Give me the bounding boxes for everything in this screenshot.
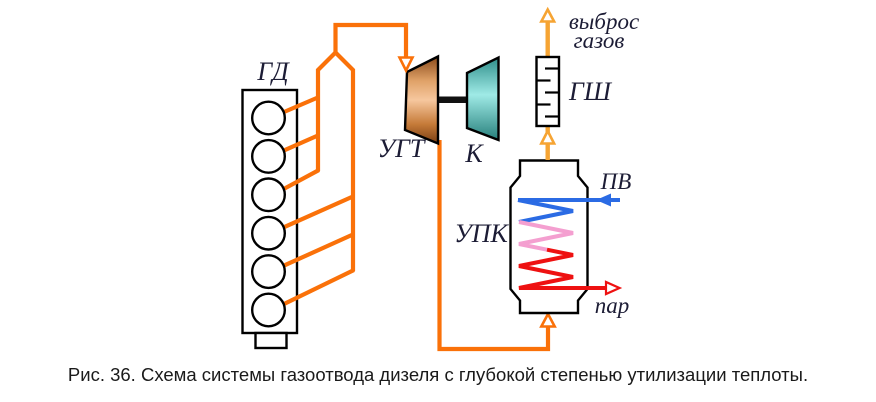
shaft: [437, 96, 467, 103]
turbine-inlet-arrow-icon: [397, 56, 415, 74]
silencer: [535, 55, 561, 128]
silencer-label: ГШ: [568, 77, 613, 106]
cylinder-3: [250, 177, 286, 213]
gas-emission-arrow-icon: [539, 6, 557, 23]
branch-2: [283, 133, 320, 153]
cylinder-2: [250, 138, 286, 174]
cylinder-exhaust-branches: [283, 95, 355, 306]
compressor-label: К: [464, 139, 484, 168]
engine-foot: [254, 331, 288, 350]
steam-label: пар: [595, 293, 630, 318]
feedwater-label: ПВ: [600, 169, 632, 194]
branch-5: [283, 232, 355, 268]
coil-cold-section: [517, 198, 574, 224]
heat-exchanger-coil: [517, 193, 623, 296]
branch-4: [283, 194, 355, 230]
emission-label-2: газов: [574, 28, 625, 53]
boiler-label: УПК: [454, 219, 509, 248]
cylinders: [250, 100, 286, 328]
coil-steam-section: [518, 247, 606, 290]
cylinder-6: [250, 292, 286, 328]
turbocharger: [397, 54, 500, 146]
cooled-exhaust-line: [539, 6, 557, 160]
emission-label-1: выброс: [569, 9, 639, 34]
figure-caption: Рис. 36. Схема системы газоотвода дизеля…: [67, 364, 809, 385]
boiler-vessel: [509, 159, 623, 315]
compressor: [465, 55, 500, 142]
turbine: [403, 54, 440, 146]
boiler-inlet-arrow-icon: [539, 311, 557, 328]
pipe-turbine-to-boiler: [437, 140, 551, 352]
cylinder-1: [250, 100, 286, 136]
branch-3: [283, 168, 320, 191]
silencer-inlet-arrow-icon: [539, 128, 557, 145]
pipe-to-turbine: [333, 22, 409, 58]
engine-label: ГД: [256, 57, 290, 86]
coil-warm-section: [518, 220, 574, 252]
branch-6: [283, 268, 355, 306]
turbine-label: УГТ: [378, 134, 426, 163]
exhaust-manifold: [315, 22, 409, 271]
cylinder-4: [250, 215, 286, 251]
diagram-labels: ГД УГТ К ГШ УПК ПВ пар выброс газов: [256, 9, 639, 318]
cylinder-5: [250, 254, 286, 290]
branch-1: [283, 95, 320, 114]
engine-block: [241, 88, 355, 350]
feedwater-arrow-icon: [596, 193, 611, 207]
steam-arrow-icon: [604, 280, 623, 296]
